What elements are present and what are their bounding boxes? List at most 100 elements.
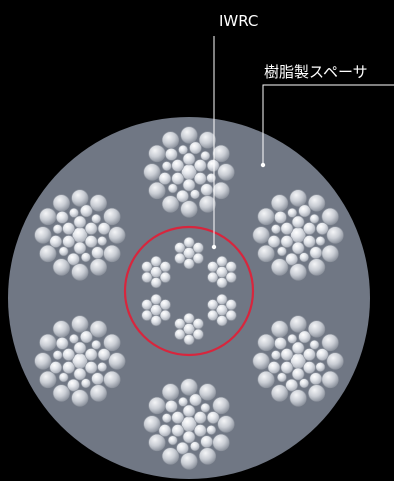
core-strand-wire	[216, 277, 228, 289]
strand-wire	[291, 215, 305, 229]
core-strand-wire	[192, 328, 204, 340]
strand-wire	[80, 330, 93, 344]
strand-outer-wire	[321, 370, 339, 389]
strand-wire	[309, 372, 323, 385]
strand-outer-wire	[103, 333, 121, 352]
strand-outer-wire	[52, 384, 70, 402]
resin-spacer-label: 樹脂製スペーサ	[264, 63, 368, 81]
strand-wire	[97, 222, 111, 235]
strand-outer-wire	[212, 433, 230, 452]
strand-wire	[200, 435, 213, 448]
strand-wire	[189, 393, 202, 407]
strand-wire	[73, 341, 87, 355]
strand-outer-wire	[148, 181, 166, 200]
strand-outer-wire	[198, 447, 217, 465]
strand-wire	[171, 159, 185, 172]
strand-outer-wire	[271, 320, 289, 338]
strand-wire	[200, 150, 211, 161]
core-strand-wire	[183, 334, 195, 346]
strand-outer-wire	[89, 258, 107, 276]
strand-outer-wire	[34, 226, 52, 244]
core-strand-5	[141, 293, 171, 327]
strand-outer-wire	[271, 384, 289, 402]
spacer-leader-dot	[260, 162, 266, 168]
strand-wire	[303, 361, 316, 374]
strand-wire	[161, 413, 172, 423]
strand-wire	[274, 337, 287, 350]
strand-wire	[315, 348, 329, 361]
strand-wire	[298, 330, 311, 344]
strand-wire	[171, 424, 185, 437]
strand-wire	[176, 189, 189, 203]
core-strand-wire	[159, 309, 171, 321]
strand-wire	[276, 246, 287, 257]
strand-wire	[291, 367, 305, 381]
core-strand-wire	[174, 252, 186, 264]
strand-outer-wire	[89, 320, 107, 338]
strand-wire	[303, 348, 316, 361]
strand-wire	[58, 372, 69, 383]
strand-wire	[55, 211, 69, 224]
strand-wire	[161, 161, 172, 171]
leader-lines	[211, 36, 394, 250]
strand-outer-wire	[180, 378, 198, 396]
strand-wire	[91, 372, 104, 385]
strand-wire	[67, 378, 80, 392]
strand-wire	[62, 348, 75, 361]
strand-outer-wire	[161, 383, 180, 401]
strand-wire	[55, 337, 69, 350]
strand-wire	[182, 404, 196, 418]
outer-strand-1	[143, 126, 235, 218]
strand-wire	[178, 396, 188, 407]
strand-wire	[303, 222, 316, 235]
strand-outer-wire	[308, 384, 326, 402]
strand-outer-wire	[289, 389, 307, 407]
strand-wire	[171, 411, 185, 424]
strand-outer-wire	[71, 315, 89, 333]
strand-wire	[276, 372, 287, 383]
core-strand-1	[174, 236, 204, 270]
strand-wire	[84, 222, 98, 235]
strand-outer-wire	[52, 194, 70, 212]
strand-wire	[280, 361, 294, 374]
core-strand-wire	[207, 299, 219, 311]
core-strand-wire	[150, 315, 162, 327]
strand-wire	[73, 215, 87, 229]
strand-wire	[303, 235, 316, 248]
outer-strand-3	[252, 315, 344, 407]
strand-outer-wire	[148, 144, 166, 163]
core-strand-wire	[159, 299, 171, 311]
core-strand-wire	[225, 261, 237, 273]
core-strand-2	[207, 255, 237, 289]
outer-strands	[34, 126, 344, 470]
strand-wire	[299, 378, 309, 389]
strand-wire	[176, 441, 189, 455]
strand-wire	[84, 235, 98, 248]
strand-wire	[171, 172, 185, 185]
strand-outer-wire	[71, 189, 89, 207]
strand-wire	[309, 246, 323, 259]
strand-outer-wire	[161, 447, 180, 465]
strand-outer-wire	[326, 352, 344, 370]
strand-outer-wire	[180, 200, 198, 218]
strand-outer-wire	[34, 352, 52, 370]
strand-wire	[62, 361, 75, 374]
strand-wire	[299, 252, 309, 263]
strand-outer-wire	[39, 207, 57, 226]
core-strand-wire	[216, 293, 228, 305]
strand-wire	[193, 159, 207, 172]
outer-strand-2	[252, 189, 344, 281]
outer-strand-6	[34, 189, 126, 281]
core-strand-wire	[183, 258, 195, 270]
strand-outer-wire	[289, 263, 307, 281]
iwrc-leader-dot	[211, 244, 217, 250]
strand-outer-wire	[103, 244, 121, 263]
core-strand-wire	[183, 236, 195, 248]
strand-outer-wire	[289, 189, 307, 207]
strand-wire	[80, 252, 91, 263]
core-strand-wire	[174, 242, 186, 254]
strand-outer-wire	[321, 333, 339, 352]
strand-outer-wire	[257, 207, 275, 226]
